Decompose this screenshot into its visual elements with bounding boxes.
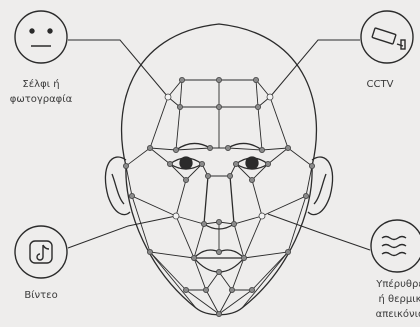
neutral-face-icon bbox=[15, 11, 67, 63]
cctv-label: CCTV bbox=[352, 77, 408, 92]
mesh-lines bbox=[126, 80, 312, 314]
heat-waves-icon bbox=[371, 220, 420, 272]
video-label: Βίντεο bbox=[12, 288, 70, 303]
thermal-label: Υπέρυθρε ή θερμικ απεικόνισ bbox=[360, 277, 420, 322]
selfie-label: Σέλφι ή φωτογραφία bbox=[8, 77, 74, 107]
thermal-label-line2: ή θερμικ bbox=[360, 292, 420, 307]
music-note-app-icon bbox=[15, 226, 67, 278]
selfie-label-line2: φωτογραφία bbox=[8, 92, 74, 107]
thermal-label-line1: Υπέρυθρε bbox=[360, 277, 420, 292]
security-camera-icon bbox=[361, 11, 413, 63]
thermal-label-line3: απεικόνισ bbox=[360, 307, 420, 322]
selfie-label-line1: Σέλφι ή bbox=[8, 77, 74, 92]
